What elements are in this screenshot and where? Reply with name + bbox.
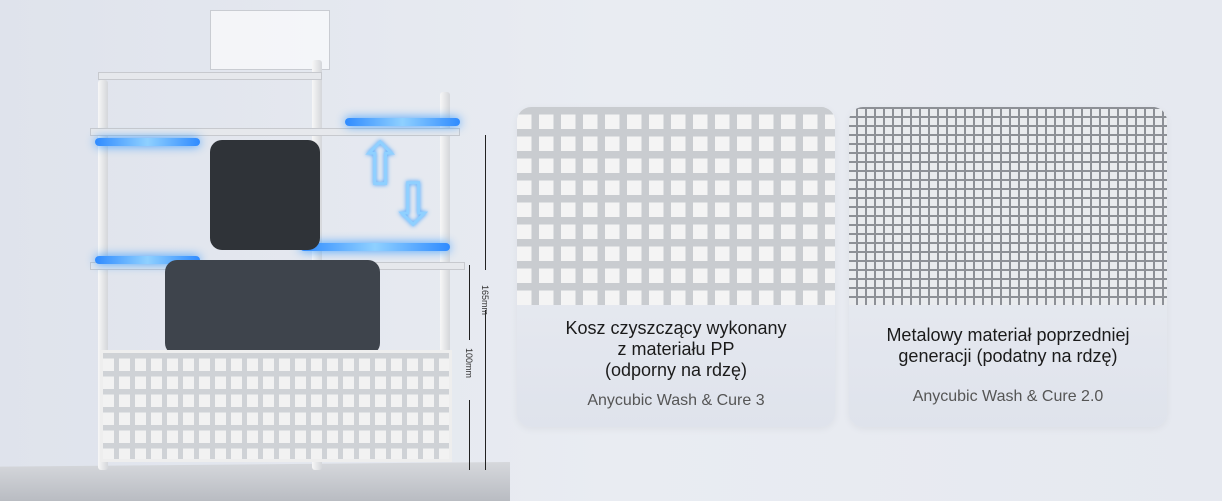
pp-basket (100, 350, 452, 462)
card-description: Metalowy materiał poprzedniej generacji … (849, 325, 1167, 367)
frame-top (98, 72, 322, 80)
uv-light (95, 138, 200, 146)
upper-shelf (90, 128, 460, 136)
card-description: Kosz czyszczący wykonany z materiału PP … (517, 318, 835, 381)
description-line: Metalowy materiał poprzedniej (886, 325, 1130, 345)
dimension-line (469, 400, 470, 470)
pp-basket-photo (517, 107, 835, 305)
frame-post (98, 80, 108, 470)
dimension-165-label: 165mm (480, 285, 490, 316)
card-wash-cure-3: Kosz czyszczący wykonany z materiału PP … (517, 107, 835, 427)
build-plate (210, 140, 320, 250)
card-wash-cure-2: Metalowy materiał poprzedniej generacji … (849, 107, 1167, 427)
dimension-line (469, 265, 470, 340)
uv-light (345, 118, 460, 126)
platform (0, 462, 510, 501)
frame-post (440, 92, 450, 462)
uv-light (95, 256, 200, 264)
description-line: generacji (podatny na rdzę) (898, 346, 1118, 366)
uv-light (300, 243, 450, 251)
description-line: Kosz czyszczący wykonany (565, 318, 787, 338)
description-line: z materiału PP (617, 339, 735, 359)
down-arrow-icon: ⇩ (388, 171, 439, 238)
description-line: (odporny na rdzę) (604, 360, 748, 380)
dimension-100-label: 100mm (464, 348, 474, 379)
model-name: Anycubic Wash & Cure 2.0 (912, 388, 1104, 405)
dimension-line (485, 310, 486, 470)
dimension-line (485, 135, 486, 270)
up-arrow-icon: ⇧ (355, 131, 406, 198)
metal-basket-photo (849, 107, 1167, 305)
model-name: Anycubic Wash & Cure 3 (587, 392, 765, 409)
resin-tank (210, 10, 330, 70)
product-illustration: ⇧ ⇩ 165mm 100mm (0, 0, 510, 501)
print-model (165, 260, 380, 355)
